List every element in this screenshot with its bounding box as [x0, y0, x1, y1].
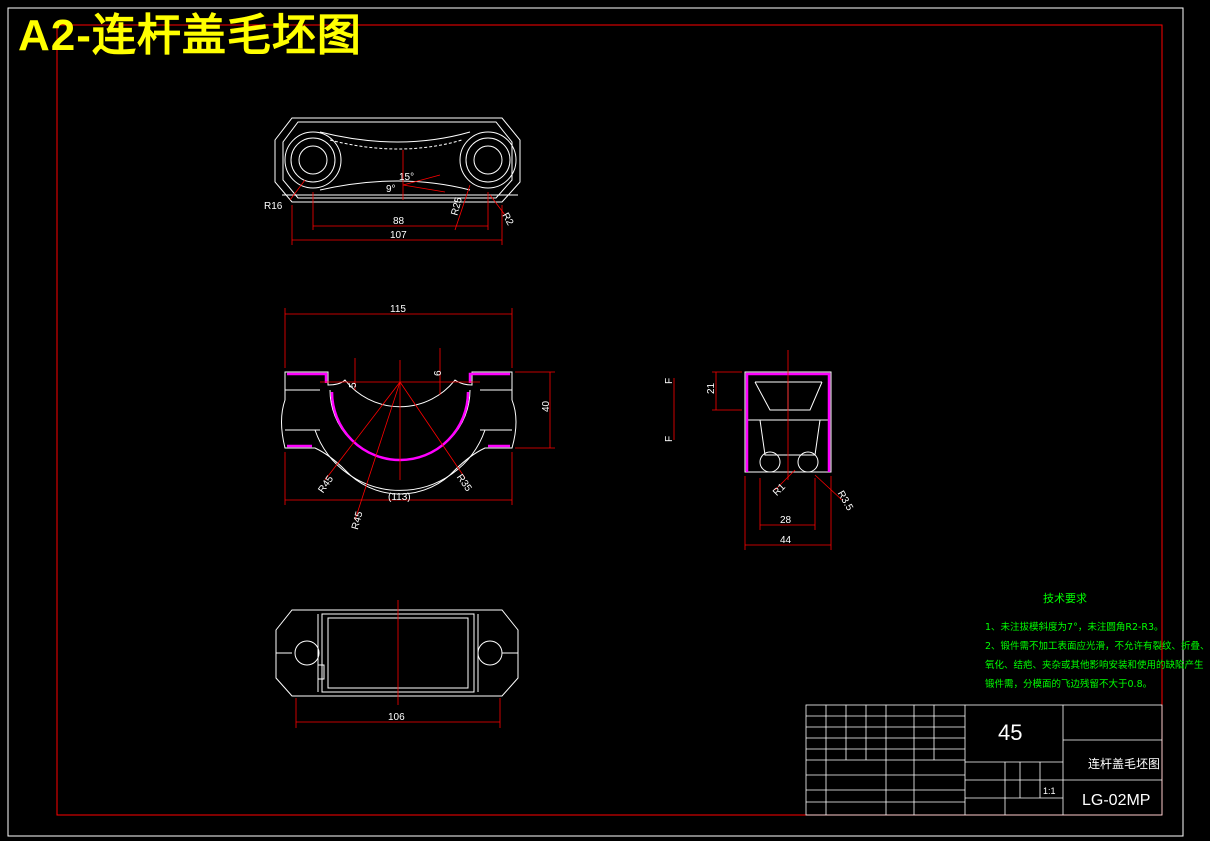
side-view-dimensions [673, 350, 843, 550]
dim-28: 28 [780, 515, 792, 526]
tech-line-3: 氧化、结疤、夹杂或其他影响安装和使用的缺陷产生 [985, 660, 1204, 671]
front-view-dimensions [284, 308, 555, 521]
dim-44: 44 [780, 535, 792, 546]
front-view-labels: 115 5 6 40 R45 R35 (113) R45 [316, 304, 552, 531]
tech-line-4: 锻件需，分模面的飞边残留不大于0.8。 [985, 679, 1153, 690]
dim-r25: R25 [449, 196, 464, 217]
tech-heading: 技术要求 [1043, 592, 1087, 605]
dim-88: 88 [393, 216, 405, 227]
title-block [805, 704, 1163, 816]
dim-r3-5: R3.5 [835, 489, 855, 513]
dim-113: (113) [388, 492, 411, 503]
outer-border [7, 7, 1184, 837]
bottom-view [275, 609, 519, 697]
front-view [281, 371, 517, 495]
tech-line-2: 2、锻件需不加工表面应光滑，不允许有裂纹、折叠、 [985, 641, 1210, 652]
dim-angle-15: 15° [399, 172, 414, 183]
section-mark-top: F [664, 378, 675, 384]
dim-r35: R35 [454, 472, 474, 494]
top-view [274, 117, 521, 203]
dim-21: 21 [706, 382, 717, 394]
drawing-number: LG-02MP [1082, 792, 1150, 809]
part-name: 连杆盖毛坯图 [1088, 756, 1160, 771]
bottom-view-labels: 106 [388, 712, 405, 723]
technical-requirements: 技术要求 1、未注拔模斜度为7°，未注圆角R2-R3。 2、锻件需不加工表面应光… [985, 590, 1210, 694]
material-value: 45 [998, 720, 1022, 745]
drawing-frame [56, 24, 1163, 816]
scale-value: 1:1 [1043, 786, 1056, 796]
dim-angle-9: 9° [386, 184, 396, 195]
section-mark-bottom: F [664, 436, 675, 442]
dim-r1: R1 [771, 481, 788, 498]
dim-r16: R16 [264, 201, 283, 212]
tech-line-1: 1、未注拔模斜度为7°，未注圆角R2-R3。 [985, 622, 1164, 633]
drawing-title: A2-连杆盖毛坯图 [18, 11, 362, 60]
dim-115: 115 [390, 304, 406, 315]
top-view-labels: R16 15° 9° 88 R25 R2 107 [264, 172, 515, 241]
dim-r45-left: R45 [316, 474, 336, 496]
dim-6: 6 [433, 370, 444, 376]
top-view-dimensions [289, 150, 506, 245]
dim-r45-bottom: R45 [350, 510, 365, 531]
dim-40: 40 [541, 400, 552, 412]
dim-5: 5 [348, 382, 359, 388]
dim-107: 107 [390, 230, 407, 241]
bottom-view-dimensions [295, 600, 501, 728]
title-block-text: 45 连杆盖毛坯图 LG-02MP 1:1 [998, 720, 1160, 809]
dim-106: 106 [388, 712, 405, 723]
